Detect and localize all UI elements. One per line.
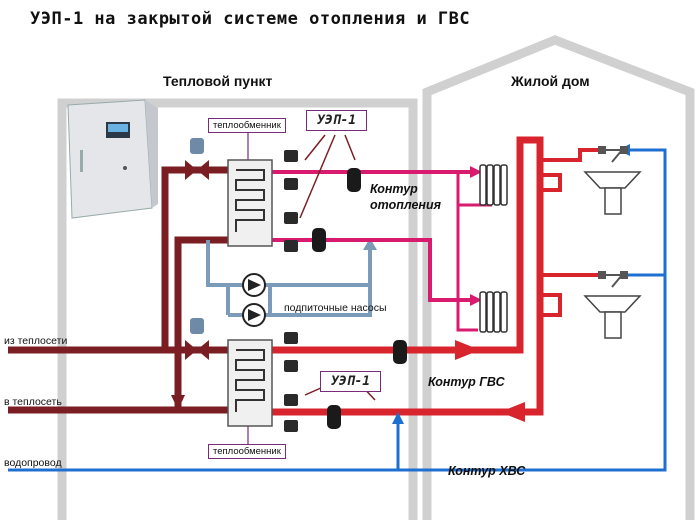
label-cold-water: Контур ХВС [448, 464, 526, 478]
hot-water-arrow-right [455, 340, 480, 360]
control-cabinet [67, 99, 158, 219]
control-valve-bottom [185, 318, 209, 360]
heating-arrow-bottom [470, 294, 482, 306]
label-to-network: в теплосеть [4, 396, 62, 408]
return-arrow-down [171, 395, 185, 410]
makeup-pump-2 [242, 303, 266, 327]
hot-water-arrow-left [500, 402, 525, 422]
cold-water-arrow-up [392, 412, 404, 424]
flow-sensors [284, 150, 298, 432]
label-uep-top: УЭП-1 [306, 110, 368, 131]
hot-water-risers [540, 148, 600, 317]
hot-water-pipes [272, 136, 544, 416]
cold-water-pipes [8, 148, 667, 472]
uep-pointers [299, 134, 376, 401]
label-from-network: из теплосети [4, 335, 68, 347]
label-water-supply: водопровод [4, 457, 62, 469]
heating-pipes [272, 170, 492, 332]
label-uep-bottom: УЭП-1 [320, 371, 382, 392]
control-valve-top [185, 138, 209, 180]
substation-wall [57, 98, 418, 520]
label-heating-circuit-1: Контур [370, 182, 418, 196]
label-exchanger-top: теплообменник [208, 118, 286, 133]
section-house: Жилой дом [511, 73, 590, 89]
house-wall [422, 35, 695, 520]
label-heating-circuit-2: отопления [370, 198, 441, 212]
page-title: УЭП-1 на закрытой системе отопления и ГВ… [30, 9, 471, 29]
tanks [312, 168, 407, 429]
heat-exchanger-bottom [227, 339, 273, 427]
makeup-pump-1 [242, 273, 266, 297]
section-substation: Тепловой пункт [163, 73, 273, 89]
radiator-top [479, 164, 508, 206]
makeup-arrow [363, 238, 377, 250]
radiator-bottom [479, 291, 508, 333]
heat-exchanger-top [227, 159, 273, 247]
label-exchanger-bottom: теплообменник [208, 444, 286, 459]
label-hot-water: Контур ГВС [428, 375, 505, 389]
sink-top [583, 146, 642, 215]
heating-arrow-top [470, 166, 482, 178]
label-pumps: подпиточные насосы [284, 302, 387, 314]
sink-bottom [583, 271, 642, 339]
